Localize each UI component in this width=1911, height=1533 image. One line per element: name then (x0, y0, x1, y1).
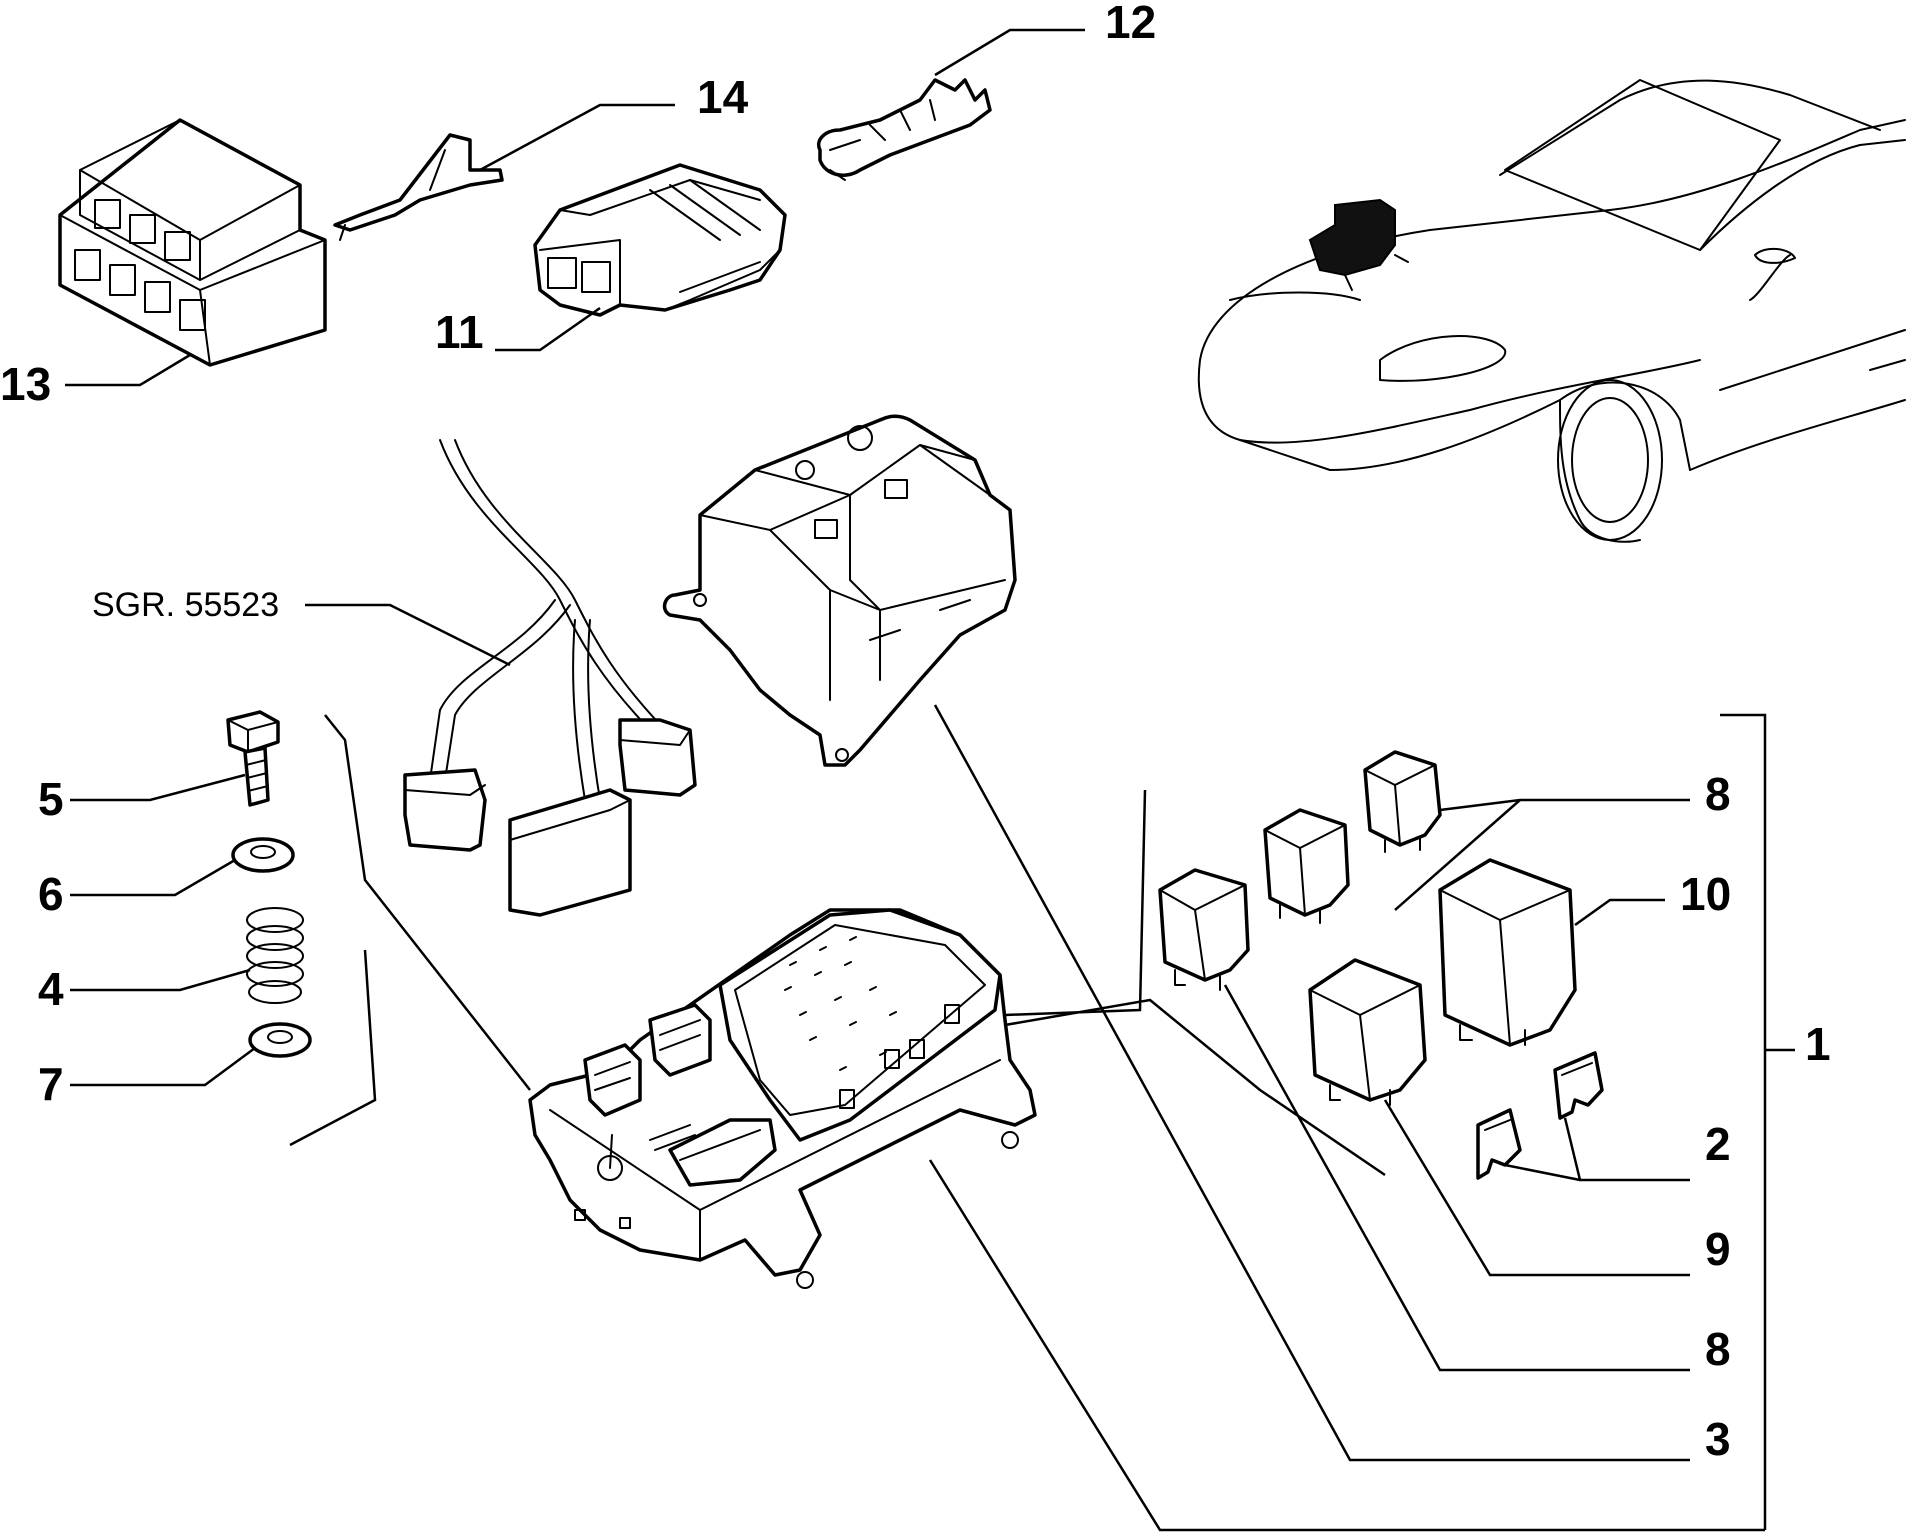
relay-8-middle (1263, 808, 1350, 924)
callout-labels: 12 14 11 13 SGR. 55523 5 6 4 7 8 10 1 2 … (0, 0, 1831, 1465)
callout-5: 5 (38, 773, 64, 825)
fuse-2-left (1476, 1108, 1522, 1180)
callout-14: 14 (697, 71, 749, 123)
callout-12: 12 (1105, 0, 1156, 48)
callout-8-bottom: 8 (1705, 1323, 1731, 1375)
callout-3: 3 (1705, 1413, 1731, 1465)
relay-9 (1308, 958, 1427, 1106)
reference-label: SGR. 55523 (92, 586, 279, 624)
relay-8-top (1363, 750, 1442, 853)
connector-block-13 (58, 118, 327, 367)
callout-6: 6 (38, 868, 64, 920)
relay-10 (1438, 858, 1577, 1047)
fuse-box-1 (528, 908, 1037, 1289)
washer-6 (231, 837, 295, 873)
leader-lines (65, 28, 1795, 1532)
relay-8-lower (1158, 868, 1250, 991)
callout-8-top: 8 (1705, 768, 1731, 820)
fuse-2-right (1553, 1051, 1604, 1120)
callout-1: 1 (1805, 1018, 1831, 1070)
callout-13: 13 (0, 358, 51, 410)
control-module-3 (662, 414, 1017, 767)
callout-10: 10 (1680, 868, 1731, 920)
terminal-12 (817, 78, 992, 181)
connector-11 (533, 163, 787, 317)
callout-11: 11 (435, 306, 484, 358)
callout-9: 9 (1705, 1223, 1731, 1275)
bolt-5 (226, 710, 280, 807)
spring-4 (246, 907, 304, 1004)
terminal-14 (333, 133, 504, 241)
callout-2: 2 (1705, 1118, 1731, 1170)
car-outline-illustration (1197, 79, 1906, 543)
washer-7 (248, 1022, 312, 1058)
callout-4: 4 (38, 963, 64, 1015)
callout-7: 7 (38, 1058, 64, 1110)
wire-harness (403, 439, 697, 917)
